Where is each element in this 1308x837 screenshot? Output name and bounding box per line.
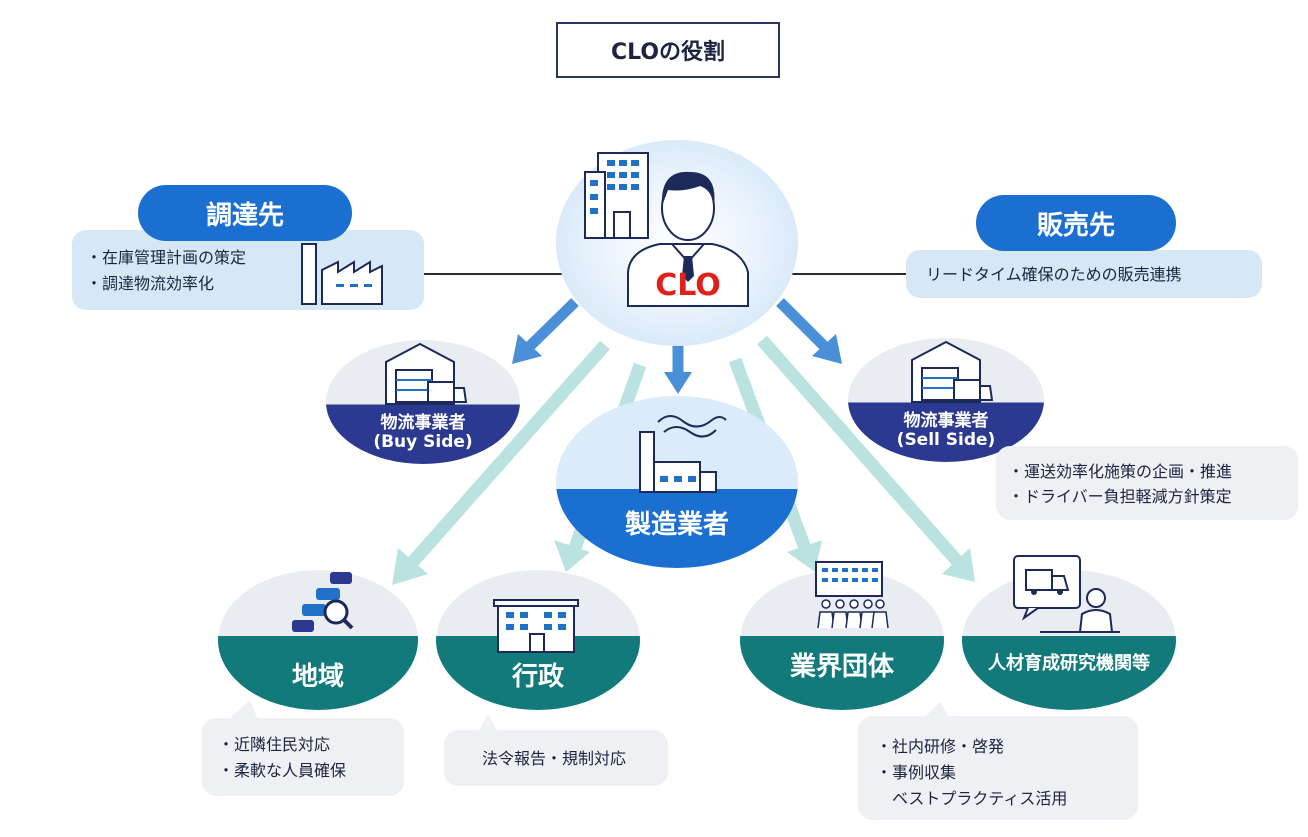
logistics-sell-panel	[996, 446, 1298, 520]
research-item-3: ベストプラクティス活用	[876, 789, 1068, 808]
research-item-1: ・社内研修・啓発	[876, 737, 1005, 756]
logistics-sell-line2: (Sell Side)	[896, 430, 996, 450]
procurement-panel	[72, 230, 424, 310]
industry-node	[740, 570, 944, 710]
logistics-sell-line1: 物流事業者	[903, 411, 989, 431]
arrow-to-manufacturer	[664, 340, 692, 394]
research-bubble-tail	[924, 702, 950, 718]
sales-panel	[906, 250, 1262, 298]
clo-label: CLO	[655, 268, 721, 303]
government-label: 行政	[511, 662, 564, 692]
region-item-1: ・近隣住民対応	[218, 735, 331, 754]
region-label: 地域	[291, 662, 344, 692]
manufacturer-label: 製造業者	[624, 510, 729, 540]
industry-label: 業界団体	[789, 652, 894, 682]
region-panel	[202, 718, 404, 796]
government-item-1: 法令報告・規制対応	[482, 749, 627, 768]
research-label: 人材育成研究機関等	[988, 653, 1150, 674]
arrow-to-logistics-buy	[512, 298, 579, 364]
procurement-item-2: ・調達物流効率化	[86, 274, 215, 293]
logistics-buy-line2: (Buy Side)	[373, 432, 473, 452]
logistics-sell-item-1: ・運送効率化施策の企画・推進	[1008, 462, 1233, 481]
research-panel	[858, 716, 1138, 820]
region-item-2: ・柔軟な人員確保	[218, 761, 347, 780]
sales-label: 販売先	[976, 195, 1176, 251]
logistics-sell-item-2: ・ドライバー負担軽減方針策定	[1008, 487, 1232, 506]
clo-center	[556, 140, 798, 346]
government-bubble-tail	[478, 714, 498, 732]
logistics-buy-line1: 物流事業者	[380, 413, 466, 433]
procurement-item-1: ・在庫管理計画の策定	[86, 248, 247, 267]
region-bubble-tail	[228, 700, 258, 720]
arrow-to-logistics-sell	[776, 298, 842, 364]
arrow-to-region	[392, 340, 610, 585]
sales-item-1: リードタイム確保のための販売連携	[926, 265, 1182, 284]
manufacturer-node	[556, 396, 798, 568]
page-title: CLOの役割	[556, 22, 780, 78]
research-node	[962, 570, 1176, 710]
government-panel	[444, 730, 668, 786]
procurement-label: 調達先	[138, 185, 352, 241]
arrow-to-research	[757, 335, 975, 582]
research-item-2: ・事例収集	[876, 763, 957, 782]
